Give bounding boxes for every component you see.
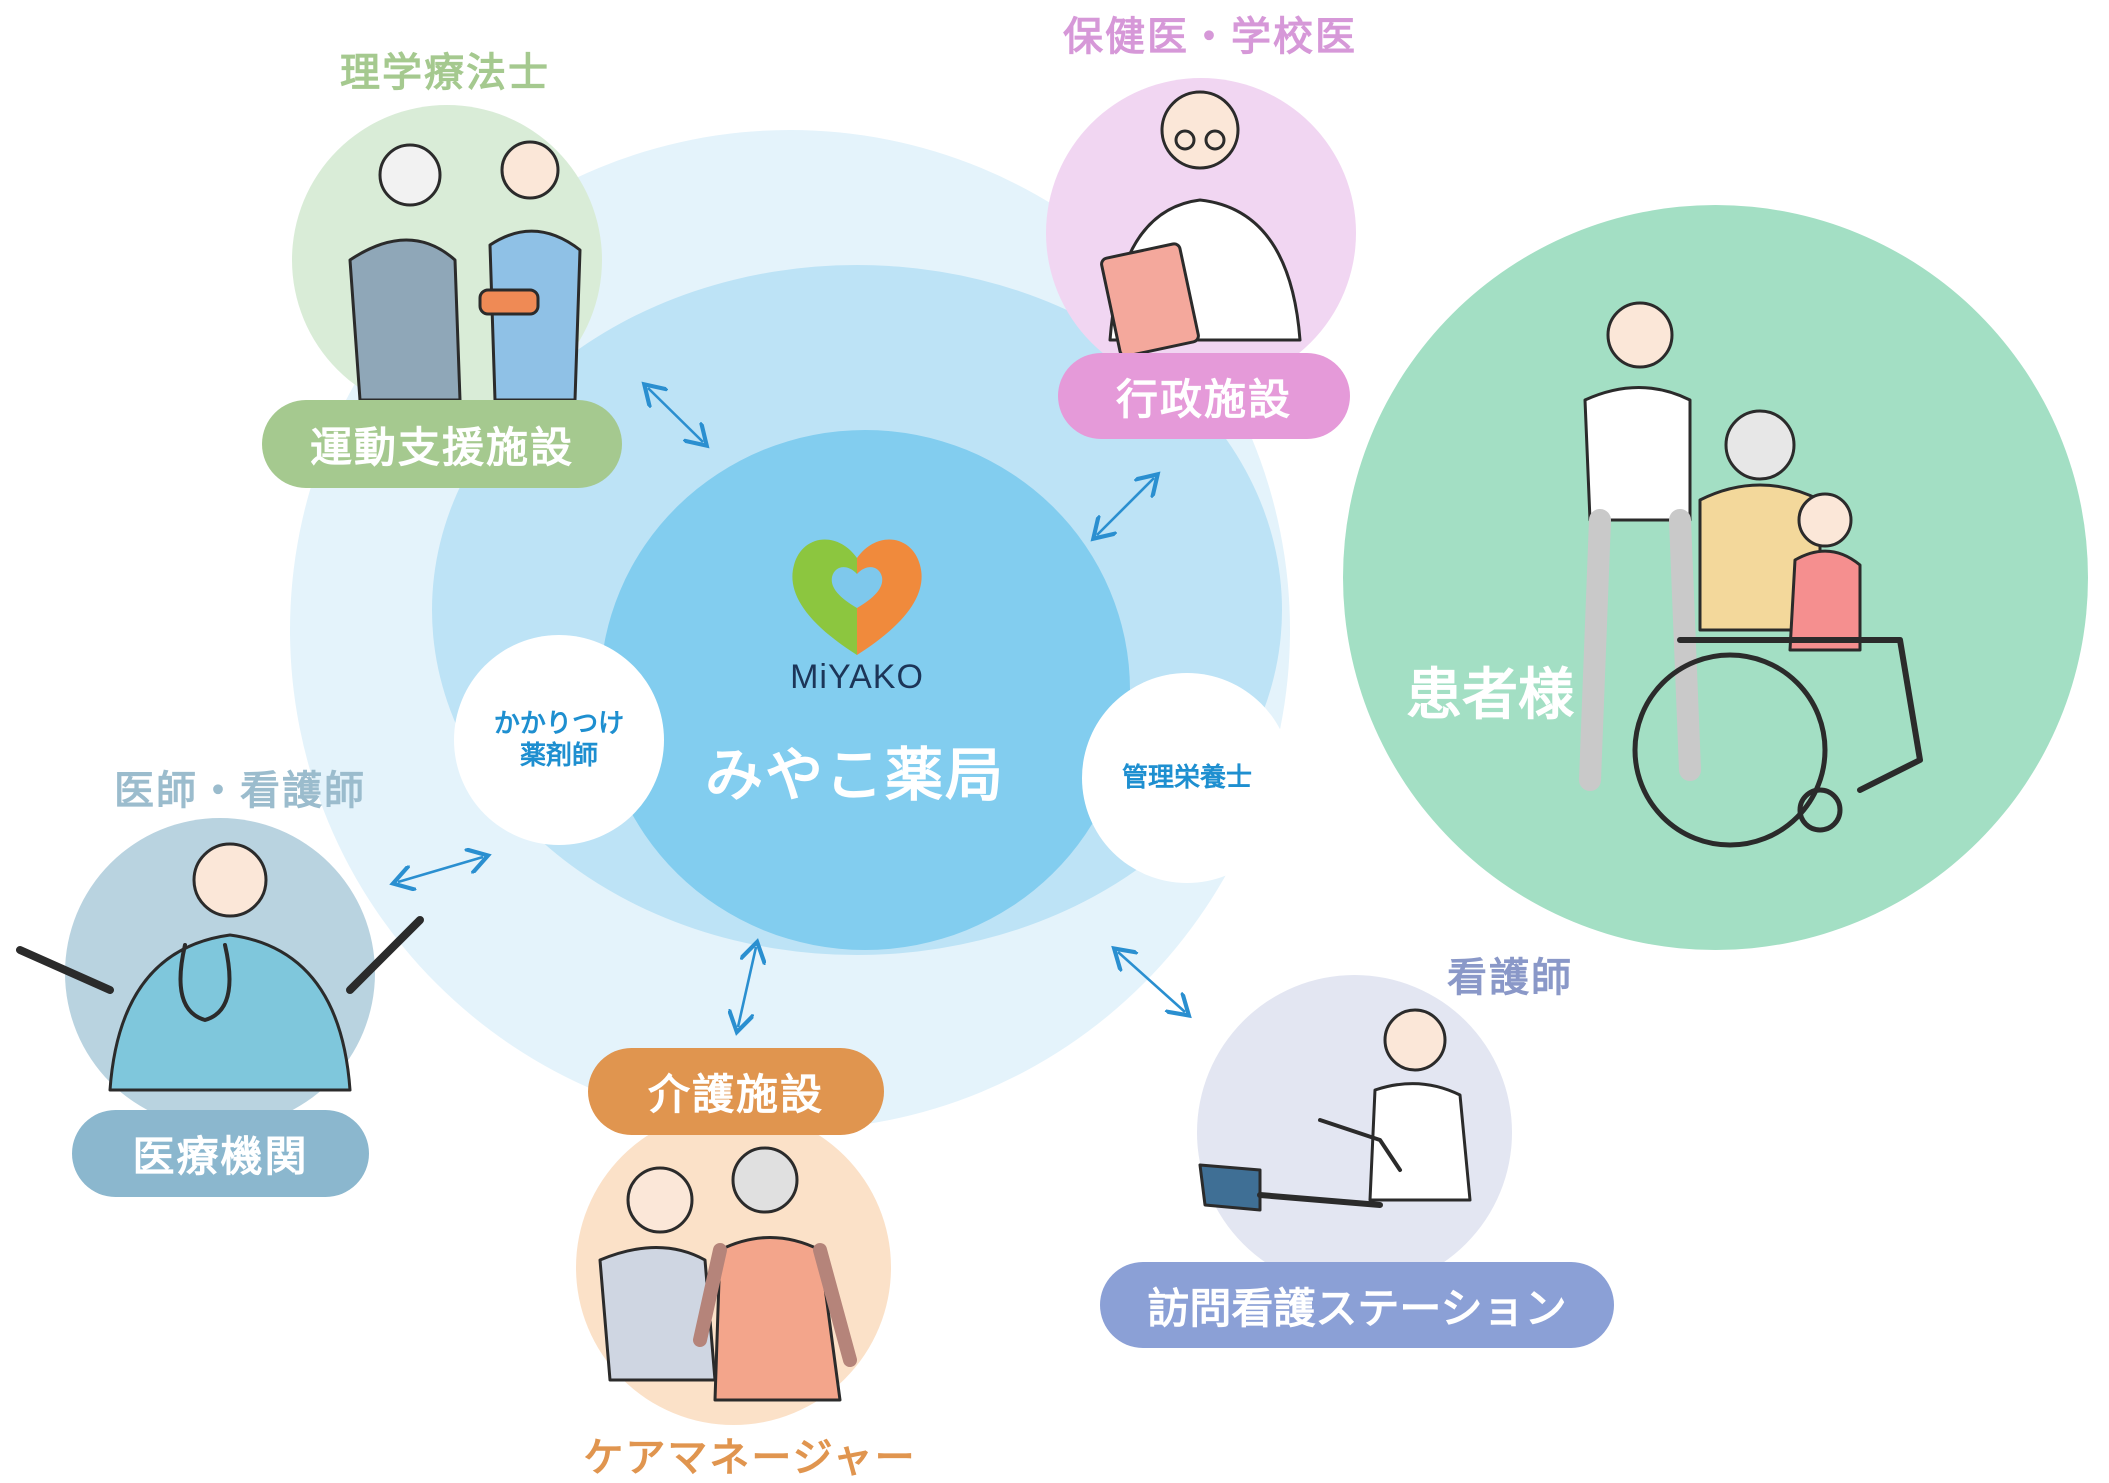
caption-physical-therapist: 理学療法士 [340,50,550,96]
role-family-pharmacist: かかりつけ 薬剤師 [454,635,664,845]
caption-doctor-nurse: 医師・看護師 [114,768,366,814]
pill-visiting-nurse-station: 訪問看護ステーション [1100,1262,1614,1348]
care-figures [598,1146,857,1402]
pill-medical-institution: 医療機関 [72,1110,369,1197]
inner-ring [600,430,1130,950]
nurse-figure [1198,1008,1472,1212]
arrow-undou [648,388,703,442]
arrow-iryou [398,857,483,882]
school-doctor-figure [1100,90,1302,358]
miyako-heart-logo-icon [792,539,922,655]
arrow-kaigo [738,947,756,1027]
therapist-figures [348,140,582,402]
arrow-gyousei [1097,478,1154,535]
role-family-pharmacist-line1: かかりつけ [493,708,625,739]
pharmacy-name: みやこ薬局 [704,741,1005,809]
pill-administrative-facility: 行政施設 [1058,353,1350,439]
role-dietitian: 管理栄養士 [1082,673,1292,883]
brand-logotype: MiYAKO [790,658,924,696]
caption-school-doctor: 保健医・学校医 [1063,14,1357,60]
caption-patient: 患者様 [1406,663,1574,728]
pill-exercise-support-facility: 運動支援施設 [262,400,622,488]
role-family-pharmacist-line2: 薬剤師 [519,741,598,771]
pill-care-facility: 介護施設 [588,1048,884,1135]
arrow-houmon [1118,952,1185,1012]
caption-care-manager: ケアマネージャー [583,1435,917,1481]
patient-figures [1579,301,1923,848]
caption-nurse: 看護師 [1447,955,1573,1001]
doctor-figure [16,842,424,1092]
